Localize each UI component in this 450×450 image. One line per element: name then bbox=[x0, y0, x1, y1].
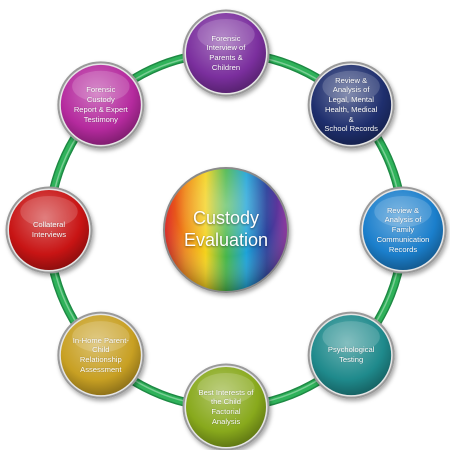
node-label-best-interests: Best Interests of the Child Factorial An… bbox=[198, 387, 254, 426]
node-gloss bbox=[197, 372, 255, 405]
node-gloss bbox=[197, 18, 255, 51]
node-fill bbox=[311, 64, 392, 145]
node-label-forensic-interview: Forensic Interview of Parents & Children bbox=[206, 33, 246, 72]
node-label-review-records: Review & Analysis of Legal, Mental Healt… bbox=[324, 75, 378, 134]
node-fill bbox=[9, 190, 89, 270]
node-psychological-testing bbox=[307, 311, 395, 399]
node-label-home-assessment: In-Home Parent- Child Relationship Asses… bbox=[72, 335, 129, 374]
node-fill bbox=[60, 64, 141, 145]
node-gloss bbox=[322, 321, 380, 353]
node-label-collateral-interviews: Collateral Interviews bbox=[31, 220, 67, 239]
node-gloss bbox=[72, 321, 130, 353]
center-circle bbox=[163, 167, 289, 293]
node-forensic-interview bbox=[182, 9, 270, 97]
node-gloss bbox=[322, 70, 380, 102]
node-label-psychological-testing: Psychological Testing bbox=[327, 345, 375, 365]
node-fill bbox=[60, 315, 141, 396]
node-home-assessment bbox=[57, 311, 145, 399]
node-custody-report bbox=[57, 61, 145, 149]
center-circle-gloss bbox=[165, 169, 287, 291]
node-best-interests bbox=[182, 363, 270, 450]
node-review-records bbox=[307, 61, 395, 149]
node-gloss bbox=[72, 70, 130, 102]
node-fill bbox=[311, 315, 392, 396]
node-gloss bbox=[374, 195, 432, 228]
node-label-family-communication: Review & Analysis of Family Communicatio… bbox=[376, 205, 430, 254]
node-fill bbox=[363, 190, 443, 270]
evaluation-steps bbox=[5, 9, 447, 450]
node-collateral-interviews bbox=[5, 186, 93, 274]
node-fill bbox=[186, 13, 266, 93]
node-family-communication bbox=[359, 186, 447, 274]
node-label-custody-report: Forensic Custody Report & Expert Testimo… bbox=[73, 85, 128, 124]
node-fill bbox=[186, 367, 266, 447]
node-gloss bbox=[20, 195, 78, 228]
center-title: Custody Evaluation bbox=[183, 208, 269, 250]
